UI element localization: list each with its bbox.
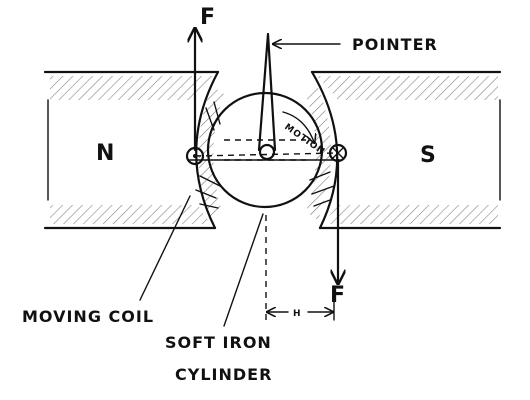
north-pole-label: N [96, 141, 115, 166]
moving-coil-label: MOVING COIL [22, 307, 154, 326]
south-pole-label: S [420, 143, 437, 168]
pointer-label: POINTER [352, 35, 438, 54]
force-bottom-label: F [330, 283, 346, 308]
south-pole-piece [310, 70, 502, 230]
moving-coil-leader [139, 195, 191, 301]
soft-iron-cylinder [187, 91, 341, 209]
gap-dimension [265, 215, 335, 321]
soft-iron-leader [223, 213, 264, 327]
motion-arrow [282, 111, 314, 142]
gap-label: H [293, 309, 302, 319]
north-pole-piece [43, 70, 220, 230]
soft-iron-label-line1: SOFT IRON [165, 333, 272, 352]
air-gap-left [195, 86, 224, 220]
pointer [257, 32, 341, 161]
soft-iron-label-line2: CYLINDER [175, 365, 272, 384]
force-top-label: F [200, 5, 216, 30]
